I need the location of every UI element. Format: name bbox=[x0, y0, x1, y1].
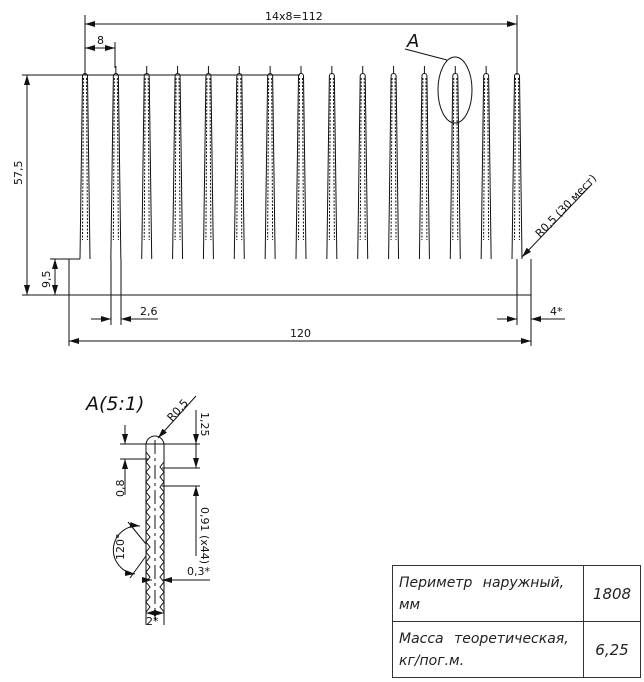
detail-radius-label: R0,5 bbox=[165, 397, 191, 424]
fin-texture bbox=[363, 77, 366, 241]
fin bbox=[172, 73, 184, 260]
fin bbox=[264, 73, 276, 260]
top-offset-label: 1,25 bbox=[198, 412, 211, 437]
angle-label: 120° bbox=[114, 534, 127, 561]
fin-texture bbox=[425, 77, 428, 241]
fin-texture bbox=[328, 77, 331, 241]
fins-group bbox=[79, 66, 523, 260]
detail-fin bbox=[145, 435, 165, 625]
fin-width-label: 2,6 bbox=[140, 305, 158, 318]
fin bbox=[202, 73, 214, 260]
fin bbox=[418, 73, 430, 260]
extension-line bbox=[127, 521, 147, 545]
fin-texture bbox=[483, 77, 486, 241]
groove-label: 0,3* bbox=[187, 565, 210, 578]
pitch-label: 8 bbox=[97, 34, 104, 47]
fin-texture bbox=[302, 77, 304, 241]
pitch-total-label: 14x8=112 bbox=[265, 10, 323, 23]
fin bbox=[141, 73, 153, 260]
fin-texture bbox=[174, 77, 177, 241]
fin-texture bbox=[236, 77, 239, 241]
fin-texture bbox=[390, 77, 393, 241]
fin-texture bbox=[518, 77, 520, 241]
fin-texture bbox=[298, 77, 300, 241]
fin-texture bbox=[178, 77, 181, 241]
fin-texture bbox=[112, 77, 115, 241]
height-label: 57,5 bbox=[12, 161, 25, 186]
detail-radius-leader bbox=[157, 395, 197, 439]
fin-texture bbox=[209, 77, 212, 241]
fin-texture bbox=[421, 77, 424, 241]
fin bbox=[326, 73, 338, 260]
detail-circle bbox=[437, 56, 473, 124]
perimeter-label: Периметр наружный, мм bbox=[392, 565, 584, 622]
fin bbox=[388, 73, 400, 260]
fin-texture bbox=[116, 77, 119, 241]
fin bbox=[449, 73, 461, 260]
properties-table: Периметр наружный, мм 1808 Масса теорети… bbox=[392, 565, 641, 678]
fin bbox=[233, 73, 245, 260]
fin bbox=[511, 73, 523, 260]
fin-texture bbox=[271, 77, 274, 241]
mass-value: 6,25 bbox=[583, 621, 641, 678]
detail-leader bbox=[404, 48, 448, 61]
fin bbox=[480, 73, 492, 260]
fin bbox=[79, 73, 91, 260]
fin-texture bbox=[359, 77, 362, 241]
fin-texture bbox=[147, 77, 150, 241]
tooth-pitch-label: 0,91 (x44) bbox=[198, 507, 211, 564]
fin-texture bbox=[240, 77, 243, 241]
fin-texture bbox=[332, 77, 335, 241]
fin bbox=[295, 73, 307, 260]
width-label: 120 bbox=[290, 327, 311, 340]
detail-title: A(5:1) bbox=[84, 393, 144, 415]
fin-texture bbox=[394, 77, 397, 241]
fin-texture bbox=[456, 77, 459, 241]
radius-note: R0,5 (30 мест) bbox=[533, 172, 599, 240]
fin-texture bbox=[143, 77, 146, 241]
base-outline bbox=[68, 259, 532, 296]
fin-texture bbox=[487, 77, 490, 241]
detail-marker: A bbox=[406, 31, 419, 52]
extension-line bbox=[129, 555, 147, 579]
fin-texture bbox=[514, 77, 516, 241]
fin bbox=[110, 73, 122, 260]
fin-texture bbox=[452, 77, 455, 241]
angle-arc bbox=[112, 521, 141, 576]
detail-width-label: 2* bbox=[146, 615, 159, 628]
fin-texture bbox=[267, 77, 270, 241]
radius-leader bbox=[521, 183, 593, 258]
fin-texture bbox=[86, 77, 88, 241]
mass-label: Масса теоретическая, кг/пог.м. bbox=[392, 621, 584, 678]
base-height-label: 9,5 bbox=[40, 271, 53, 289]
fin bbox=[357, 73, 369, 260]
tooth-depth-label: 0,8 bbox=[114, 480, 127, 498]
table-row: Масса теоретическая, кг/пог.м. 6,25 bbox=[392, 621, 641, 678]
edge-label: 4* bbox=[550, 305, 563, 318]
fin-texture bbox=[82, 77, 84, 241]
table-row: Периметр наружный, мм 1808 bbox=[392, 565, 641, 622]
perimeter-value: 1808 bbox=[583, 565, 641, 622]
fin-texture bbox=[205, 77, 208, 241]
